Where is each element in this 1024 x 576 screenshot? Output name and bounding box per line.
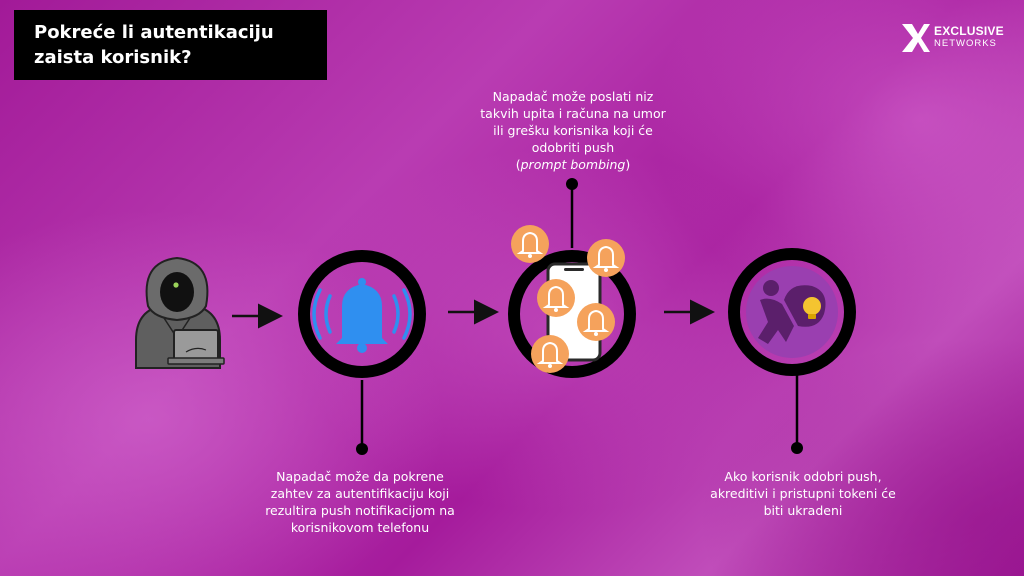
caption-theft: Ako korisnik odobri push, akreditivi i p…: [668, 468, 938, 519]
caption-line: Napadač može da pokrene: [276, 469, 444, 484]
hooded-hacker-with-laptop-icon: [135, 256, 225, 369]
notification-bell-5: [531, 335, 569, 373]
notification-bell-3: [537, 279, 575, 317]
bell-ringing-icon: [298, 250, 426, 455]
caption-term-line: (prompt bombing): [448, 156, 698, 173]
caption-line: takvih upita i računa na umor: [480, 106, 666, 121]
title-box: Pokreće li autentikaciju zaista korisnik…: [14, 10, 327, 80]
caption-term-open: (: [515, 157, 521, 172]
caption-line: ili grešku korisnika koji će: [493, 123, 653, 138]
exclusive-networks-logo-icon: [902, 24, 930, 52]
caption-line: odobriti push: [531, 140, 615, 155]
caption-line: zahtev za autentifikaciju koji: [270, 486, 450, 501]
phone-with-bells-icon: [508, 178, 636, 378]
title-line-2: zaista korisnik?: [34, 47, 192, 68]
caption-line: akreditivi i pristupni tokeni će: [710, 486, 896, 501]
title-line-1: Pokreće li autentikaciju: [34, 22, 274, 43]
caption-push-notification: Napadač može da pokrene zahtev za autent…: [240, 468, 480, 536]
caption-line: biti ukradeni: [763, 503, 843, 518]
logo-name-line-1: EXCLUSIVE: [934, 24, 1004, 38]
thief-with-bag-icon: [728, 248, 856, 454]
notification-bell-2: [587, 239, 625, 277]
notification-bell-4: [577, 303, 615, 341]
caption-term: prompt bombing: [520, 157, 626, 172]
caption-prompt-bombing: Napadač može poslati niz takvih upita i …: [448, 88, 698, 173]
caption-line: rezultira push notifikacijom na: [265, 503, 455, 518]
caption-term-close: ): [625, 157, 631, 172]
notification-bell-1: [511, 225, 549, 263]
logo-name-line-2: NETWORKS: [934, 38, 997, 49]
caption-line: korisnikovom telefonu: [290, 520, 430, 535]
caption-line: Napadač može poslati niz: [492, 89, 654, 104]
caption-line: Ako korisnik odobri push,: [724, 469, 882, 484]
